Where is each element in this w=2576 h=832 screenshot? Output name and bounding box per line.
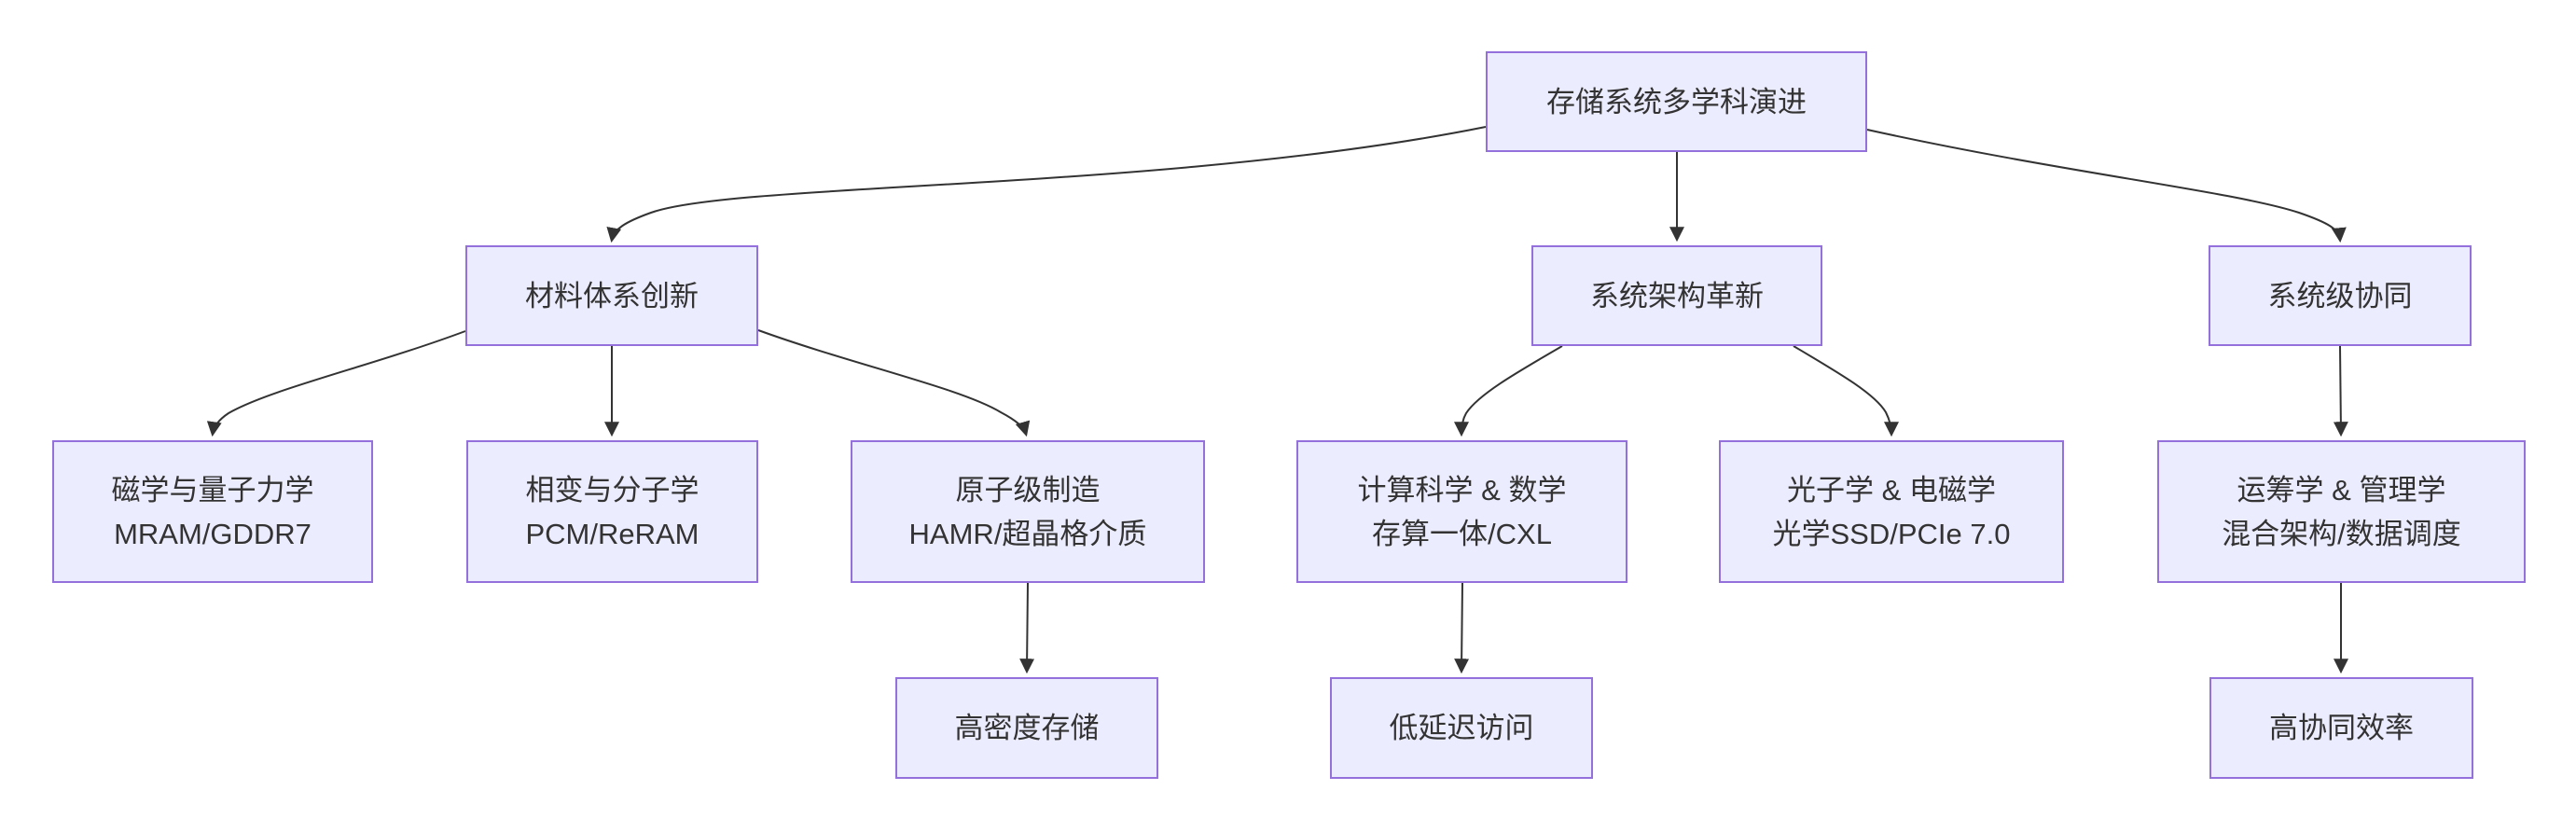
edge-material-magnetism (206, 330, 466, 437)
node-label: 磁学与量子力学 (111, 473, 314, 506)
node-label: 材料体系创新 (525, 279, 699, 312)
edge-arch-compute (1454, 345, 1563, 437)
node-latency: 低延迟访问 (1330, 677, 1593, 779)
node-photonics: 光子学 & 电磁学 光学SSD/PCIe 7.0 (1719, 440, 2064, 583)
node-root: 存储系统多学科演进 (1486, 51, 1867, 152)
node-label: 相变与分子学 (525, 473, 699, 506)
node-label: 存储系统多学科演进 (1546, 85, 1807, 118)
node-sublabel: PCM/ReRAM (525, 517, 699, 550)
node-system: 系统级协同 (2209, 245, 2472, 346)
node-material: 材料体系创新 (465, 245, 758, 346)
node-sublabel: 混合架构/数据调度 (2222, 517, 2461, 550)
edge-atomic-density (1019, 582, 1035, 674)
node-atomic: 原子级制造 HAMR/超晶格介质 (851, 440, 1205, 583)
edge-system-operations (2333, 345, 2348, 437)
edge-arch-photonics (1793, 345, 1899, 437)
node-synergy: 高协同效率 (2209, 677, 2473, 779)
edge-material-atomic (757, 329, 1031, 437)
edge-compute-latency (1454, 582, 1470, 674)
node-sublabel: MRAM/GDDR7 (114, 517, 312, 550)
node-arch: 系统架构革新 (1531, 245, 1822, 346)
node-label: 计算科学 & 数学 (1357, 473, 1567, 506)
node-compute: 计算科学 & 数学 存算一体/CXL (1296, 440, 1627, 583)
node-label: 低延迟访问 (1389, 712, 1534, 744)
node-sublabel: HAMR/超晶格介质 (908, 517, 1147, 550)
node-label: 高协同效率 (2269, 712, 2414, 744)
node-label: 原子级制造 (955, 473, 1101, 506)
node-label: 系统架构革新 (1590, 279, 1764, 312)
node-label: 运筹学 & 管理学 (2237, 473, 2446, 506)
node-sublabel: 存算一体/CXL (1372, 517, 1552, 550)
node-operations: 运筹学 & 管理学 混合架构/数据调度 (2157, 440, 2526, 583)
node-density: 高密度存储 (895, 677, 1158, 779)
node-label: 系统级协同 (2267, 279, 2413, 312)
node-magnetism: 磁学与量子力学 MRAM/GDDR7 (52, 440, 373, 583)
node-label: 光子学 & 电磁学 (1787, 473, 1996, 506)
node-sublabel: 光学SSD/PCIe 7.0 (1772, 517, 2011, 550)
node-label: 高密度存储 (954, 712, 1100, 744)
edge-root-material (606, 126, 1487, 243)
edge-root-system (1866, 129, 2347, 243)
node-phase: 相变与分子学 PCM/ReRAM (466, 440, 758, 583)
